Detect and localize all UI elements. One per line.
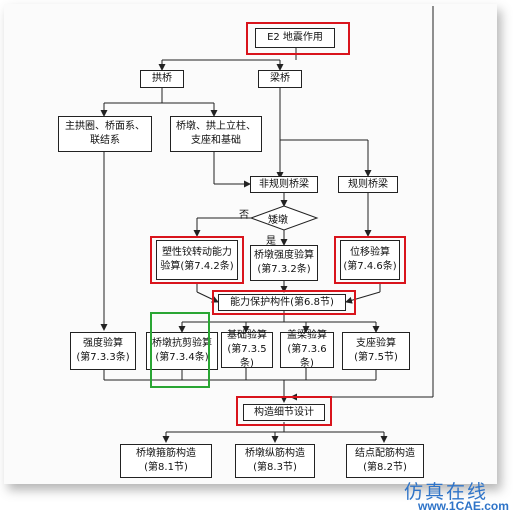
longbar-line1: 桥墩纵筋构造 (245, 448, 305, 459)
capbeam-line1: 盖梁验算 (287, 330, 327, 341)
longbar-line2: (第8.3节) (253, 462, 297, 473)
plastic-highlight-frame (150, 236, 244, 284)
strength-line1: 强度验算 (83, 338, 123, 349)
stirrup-line2: (第8.1节) (144, 462, 188, 473)
displacement-node: 位移验算 (第7.4.6条) (340, 240, 400, 280)
watermark-title: 仿真在线 (404, 481, 489, 503)
arch-label: 拱桥 (152, 73, 172, 84)
yes-label: 是 (266, 236, 276, 247)
piers-line2: 支座和基础 (191, 135, 241, 146)
arch-main-line1: 主拱圈、桥面系、 (65, 121, 145, 132)
arch-bridge-node: 拱桥 (140, 70, 184, 88)
joint-line1: 结点配筋构造 (355, 448, 415, 459)
strength-check-node: 强度验算 (第7.3.3条) (70, 332, 136, 370)
pier-strength-node: 桥墩强度验算 (第7.3.2条) (250, 245, 318, 281)
short-pier-label: 矮墩 (268, 215, 288, 226)
short-pier-diamond (249, 205, 319, 231)
watermark-url: www.1CAE.com (418, 499, 509, 513)
irregular-bridge-node: 非规则桥梁 (250, 176, 318, 193)
capacity-protection-node: 能力保护构件(第6.8节) (218, 294, 346, 311)
piers-node: 桥墩、拱上立柱、 支座和基础 (170, 116, 262, 152)
joint-line2: (第8.2节) (363, 462, 407, 473)
beam-label: 梁桥 (270, 73, 290, 84)
piers-line1: 桥墩、拱上立柱、 (176, 121, 256, 132)
plastic-hinge-node: 塑性铰转动能力 验算(第7.4.2条) (156, 240, 238, 280)
pier-shear-node: 桥墩抗剪验算 (第7.3.4条) (146, 332, 218, 370)
capbeam-check-node: 盖梁验算 (第7.3.6条) (280, 330, 334, 369)
no-label: 否 (239, 210, 249, 221)
irregular-label: 非规则桥梁 (259, 178, 309, 190)
stirrup-line1: 桥墩箍筋构造 (136, 448, 196, 459)
regular-bridge-node: 规则桥梁 (338, 176, 398, 193)
displacement-line1: 位移验算 (350, 247, 390, 258)
arch-main-line2: 联结系 (90, 135, 120, 146)
displacement-line2: (第7.4.6条) (343, 261, 397, 272)
regular-label: 规则桥梁 (348, 178, 388, 190)
displacement-highlight-frame (334, 236, 406, 284)
foundation-check-node: 基础验算 (第7.3.5条) (221, 330, 273, 369)
pier-strength-line1: 桥墩强度验算 (254, 250, 314, 261)
capacity-label: 能力保护构件(第6.8节) (230, 296, 334, 308)
displacement-to-capacity-arrow (345, 291, 381, 304)
beam-bridge-node: 梁桥 (258, 70, 302, 88)
strength-line2: (第7.3.3条) (76, 352, 130, 363)
joint-detail-node: 结点配筋构造 (第8.2节) (346, 444, 424, 478)
bearing-line2: (第7.5节) (354, 352, 398, 363)
root-highlight-frame (246, 22, 350, 55)
bearing-line1: 支座验算 (356, 338, 396, 349)
pier-strength-line2: (第7.3.2条) (257, 264, 311, 275)
plastic-to-capacity-arrow (196, 291, 219, 303)
foundation-line1: 基础验算 (227, 330, 267, 341)
detail-highlight-frame (236, 396, 332, 426)
detail-design-node: 构造细节设计 (243, 404, 325, 421)
root-node: E2 地震作用 (255, 28, 335, 48)
plastic-line1: 塑性铰转动能力 (162, 247, 232, 258)
capbeam-line2: (第7.3.6条) (287, 344, 327, 369)
root-label: E2 地震作用 (267, 32, 323, 43)
plastic-line2: 验算(第7.4.2条) (160, 261, 234, 272)
arch-main-node: 主拱圈、桥面系、 联结系 (58, 116, 152, 152)
longbar-detail-node: 桥墩纵筋构造 (第8.3节) (235, 444, 315, 478)
shear-line2: (第7.3.4条) (155, 352, 209, 363)
shear-highlight-frame (150, 312, 210, 388)
bearing-check-node: 支座验算 (第7.5节) (342, 332, 410, 370)
capacity-highlight-frame (212, 290, 356, 315)
shear-line1: 桥墩抗剪验算 (152, 338, 212, 349)
foundation-line2: (第7.3.5条) (227, 344, 267, 369)
detail-label: 构造细节设计 (254, 406, 314, 418)
stirrup-detail-node: 桥墩箍筋构造 (第8.1节) (120, 444, 212, 478)
